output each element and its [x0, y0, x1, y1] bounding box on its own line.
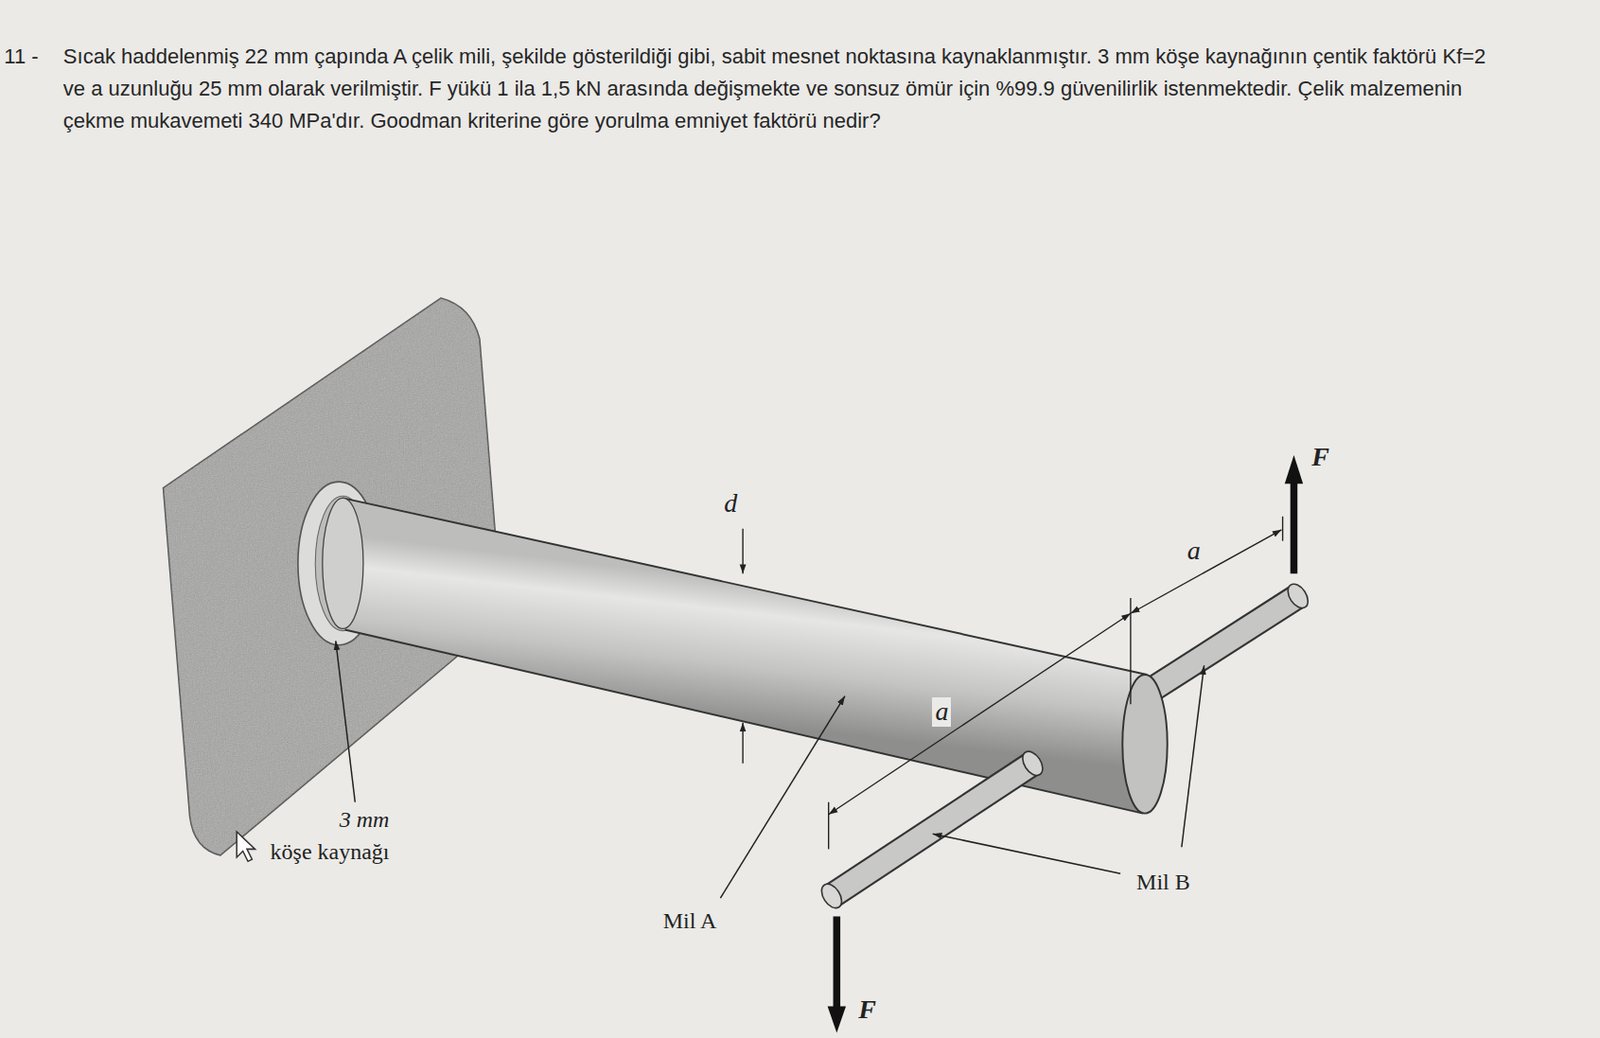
dimension-lines: [742, 516, 1283, 850]
force-label: F: [855, 995, 880, 1025]
shaft-a: [322, 497, 1168, 813]
part-label: Mil A: [660, 908, 721, 933]
problem-number: 11 -: [3, 40, 38, 73]
problem-text: Sıcak haddelenmiş 22 mm çapında A çelik …: [63, 40, 1508, 138]
leader-lines: [335, 640, 1205, 898]
weld-label: 3 mm: [336, 807, 393, 832]
weld-label: köşe kaynağı: [267, 839, 393, 864]
pin-a: [817, 747, 1047, 912]
pin-b: [1153, 580, 1313, 689]
dimension-label: a: [1184, 536, 1204, 566]
dimension-label: d: [720, 489, 740, 519]
force-arrows: [827, 455, 1304, 1033]
cursor-icon: [236, 831, 255, 862]
part-label: Mil B: [1133, 869, 1194, 895]
force-label: F: [1308, 442, 1333, 473]
dimension-label: a: [931, 697, 951, 727]
